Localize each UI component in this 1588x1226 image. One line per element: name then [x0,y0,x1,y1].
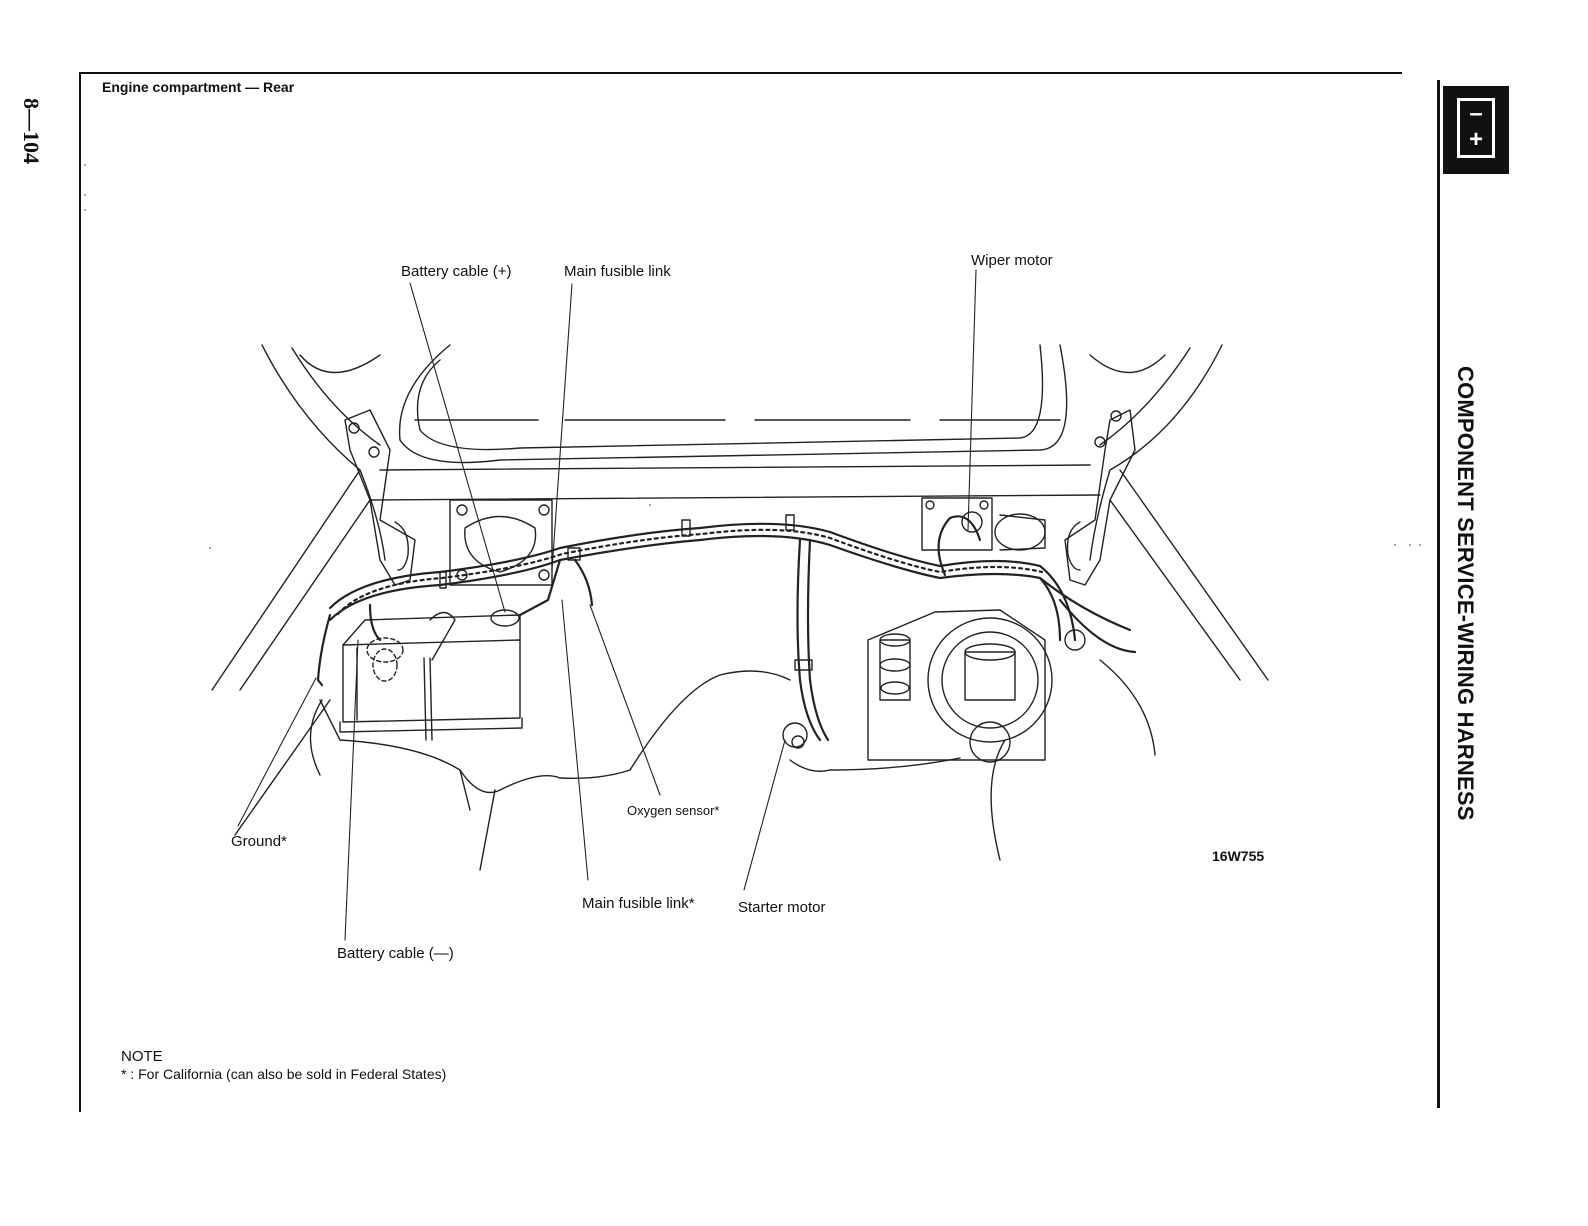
hood-frame [262,345,1222,560]
callout-starter-motor: Starter motor [738,899,826,916]
note-heading: NOTE [121,1048,163,1065]
strut-tower [320,671,960,870]
callout-main-fusible-link-star: Main fusible link* [582,895,695,912]
right-hood-hinge [1065,410,1135,585]
wiper-motor [922,498,1045,550]
note-text: * : For California (can also be sold in … [121,1066,446,1082]
callout-main-fusible-link: Main fusible link [564,263,671,280]
fender-lines [212,470,1268,860]
callout-oxygen-sensor: Oxygen sensor* [627,803,720,818]
figure-code: 16W755 [1212,848,1264,864]
left-hood-hinge [345,410,415,585]
brake-booster [868,610,1052,762]
scan-specks [84,164,1421,549]
callout-battery-cable-positive: Battery cable (+) [401,263,511,280]
cowl-plate [450,500,552,585]
callout-ground: Ground* [231,833,287,850]
battery [340,615,522,740]
callout-battery-cable-negative: Battery cable (—) [337,945,454,962]
callout-wiper-motor: Wiper motor [971,252,1053,269]
